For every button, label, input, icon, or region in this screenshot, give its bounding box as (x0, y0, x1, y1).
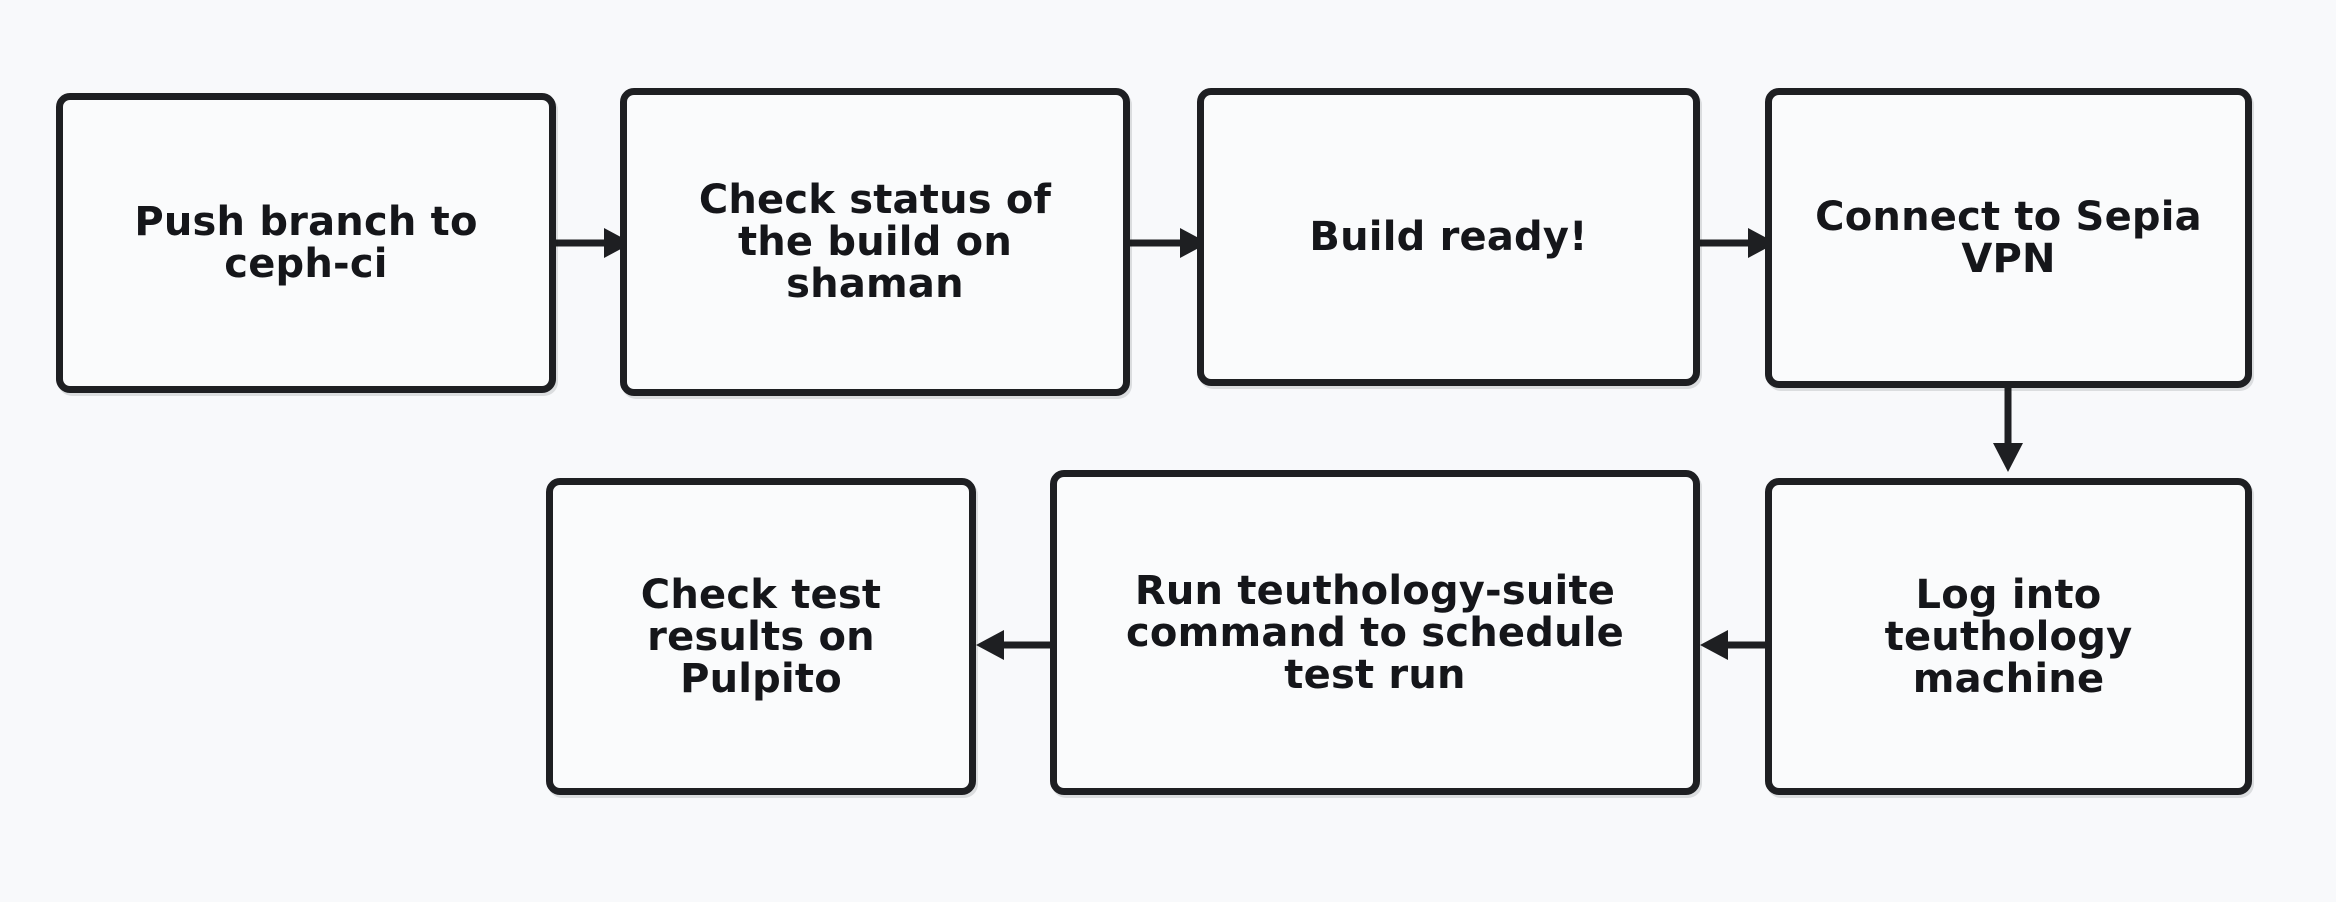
flowchart-node-push-branch[interactable]: Push branch to ceph-ci (56, 93, 556, 393)
node-label: Log into teuthology machine (1884, 571, 2133, 702)
edge-login-to-runsuite (1700, 630, 1765, 660)
flowchart-node-check-build-status[interactable]: Check status of the build on shaman (620, 88, 1130, 396)
node-label: Check status of the build on shaman (698, 177, 1052, 307)
flowchart-node-run-teuthology-suite[interactable]: Run teuthology-suite command to schedule… (1050, 470, 1700, 795)
edge-runsuite-to-pulpito (976, 630, 1050, 660)
node-label: Check test results on Pulpito (640, 571, 882, 702)
node-label: Connect to Sepia VPN (1815, 194, 2202, 282)
flowchart-node-log-into-teuthology[interactable]: Log into teuthology machine (1765, 478, 2252, 795)
flowchart-node-build-ready[interactable]: Build ready! (1197, 88, 1700, 386)
node-label: Build ready! (1309, 214, 1588, 260)
edge-vpn-to-login (1993, 388, 2023, 472)
flowchart-node-connect-sepia-vpn[interactable]: Connect to Sepia VPN (1765, 88, 2252, 388)
node-label: Push branch to ceph-ci (134, 199, 478, 287)
flowchart-node-check-results-pulpito[interactable]: Check test results on Pulpito (546, 478, 976, 795)
node-label: Run teuthology-suite command to schedule… (1126, 567, 1624, 698)
